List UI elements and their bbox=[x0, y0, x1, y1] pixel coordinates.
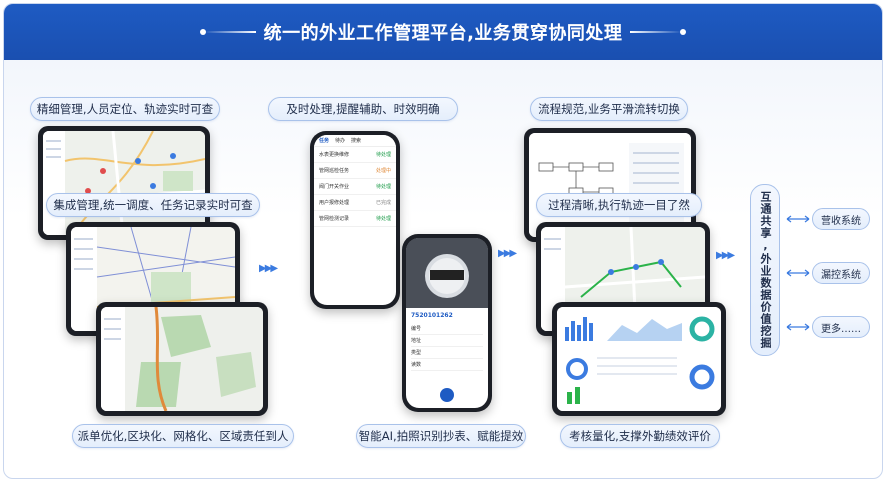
task-title: 用户报修处理 bbox=[319, 200, 350, 206]
meter-fields: 编号 地址 类型 读数 bbox=[406, 323, 488, 371]
task-item[interactable]: 用户报修处理 已完成 bbox=[314, 195, 396, 211]
decor-dot-icon bbox=[680, 29, 686, 35]
data-sharing-text: 互通共享,外业数据价值挖掘 bbox=[759, 191, 772, 349]
feature-pill-trajectory: 过程清晰,执行轨迹一目了然 bbox=[536, 193, 702, 217]
feature-pill-workflow: 流程规范,业务平滑流转切换 bbox=[530, 97, 688, 121]
feature-pill-dispatch: 集成管理,统一调度、任务记录实时可查 bbox=[46, 193, 260, 217]
system-revenue[interactable]: 营收系统 bbox=[812, 208, 870, 230]
task-status: 待处理 bbox=[375, 184, 391, 190]
triple-chevron-right-icon: ▶▶▶ bbox=[716, 250, 735, 261]
city-map-icon bbox=[43, 131, 205, 235]
decor-line-left bbox=[204, 31, 256, 33]
tablet-zone-view bbox=[96, 302, 268, 416]
system-more[interactable]: 更多…… bbox=[812, 316, 870, 338]
zone-screen bbox=[101, 307, 263, 411]
feature-pill-positioning: 精细管理,人员定位、轨迹实时可查 bbox=[30, 97, 220, 121]
task-status: 待处理 bbox=[375, 152, 391, 158]
triple-chevron-right-icon: ▶▶▶ bbox=[498, 248, 517, 259]
meter-field: 地址 bbox=[411, 335, 483, 347]
tab-tasks[interactable]: 任务 bbox=[319, 138, 330, 144]
double-arrow-icon bbox=[786, 269, 810, 277]
task-status: 处理中 bbox=[375, 168, 391, 174]
meter-scan-screen: 7520101262 编号 地址 类型 读数 bbox=[406, 238, 488, 408]
task-item[interactable]: 阀门开关作业 待处理 bbox=[314, 179, 396, 195]
dashboard-chart-icon bbox=[557, 307, 721, 411]
decor-dot-icon bbox=[200, 29, 206, 35]
feature-pill-assessment: 考核量化,支撑外勤绩效评价 bbox=[560, 424, 720, 448]
decor-line-right bbox=[630, 31, 682, 33]
tablet-map-view bbox=[38, 126, 210, 240]
meter-id: 7520101262 bbox=[411, 312, 453, 319]
phone-meter-scan: 7520101262 编号 地址 类型 读数 bbox=[402, 234, 492, 412]
task-status: 待处理 bbox=[375, 216, 391, 222]
task-title: 阀门开关作业 bbox=[319, 184, 350, 190]
page-frame: 统一的外业工作管理平台,业务贯穿协同处理 精细管理,人员定位、轨迹实时可查 bbox=[3, 3, 883, 479]
system-leak-control[interactable]: 漏控系统 bbox=[812, 262, 870, 284]
tab-todo[interactable]: 待办 bbox=[335, 138, 346, 144]
page-header: 统一的外业工作管理平台,业务贯穿协同处理 bbox=[4, 4, 882, 60]
meter-field: 读数 bbox=[411, 359, 483, 371]
task-status: 已完成 bbox=[375, 200, 391, 206]
double-arrow-icon bbox=[786, 215, 810, 223]
dashboard-screen bbox=[557, 307, 721, 411]
meter-field: 编号 bbox=[411, 323, 483, 335]
phone-tab-bar: 任务 待办 搜索 bbox=[314, 135, 396, 147]
task-title: 管网检测记录 bbox=[319, 216, 350, 222]
tablet-dashboard-view bbox=[552, 302, 726, 416]
feature-pill-grid: 派单优化,区块化、网格化、区域责任到人 bbox=[72, 424, 294, 448]
data-sharing-box: 互通共享,外业数据价值挖掘 bbox=[750, 184, 780, 356]
task-list-screen: 任务 待办 搜索 水表更换维修 待处理 管网巡检任务 处理中 阀门开关作业 待处… bbox=[314, 135, 396, 305]
double-arrow-icon bbox=[786, 323, 810, 331]
page-title: 统一的外业工作管理平台,业务贯穿协同处理 bbox=[263, 23, 623, 44]
map-screen bbox=[43, 131, 205, 235]
task-title: 管网巡检任务 bbox=[319, 168, 350, 174]
phone-task-list: 任务 待办 搜索 水表更换维修 待处理 管网巡检任务 处理中 阀门开关作业 待处… bbox=[310, 131, 400, 309]
feature-pill-ai: 智能AI,拍照识别抄表、赋能提效 bbox=[356, 424, 526, 448]
task-title: 水表更换维修 bbox=[319, 152, 350, 158]
meter-field: 类型 bbox=[411, 347, 483, 359]
tab-search[interactable]: 搜索 bbox=[351, 138, 362, 144]
camera-shutter-button[interactable] bbox=[440, 388, 454, 402]
camera-view bbox=[406, 238, 488, 308]
zone-map-icon bbox=[101, 307, 263, 411]
feature-pill-timely: 及时处理,提醒辅助、时效明确 bbox=[268, 97, 458, 121]
task-item[interactable]: 管网巡检任务 处理中 bbox=[314, 163, 396, 179]
meter-photo-icon bbox=[406, 238, 488, 308]
task-item[interactable]: 管网检测记录 待处理 bbox=[314, 211, 396, 227]
triple-chevron-right-icon: ▶▶▶ bbox=[259, 263, 278, 274]
task-item[interactable]: 水表更换维修 待处理 bbox=[314, 147, 396, 163]
